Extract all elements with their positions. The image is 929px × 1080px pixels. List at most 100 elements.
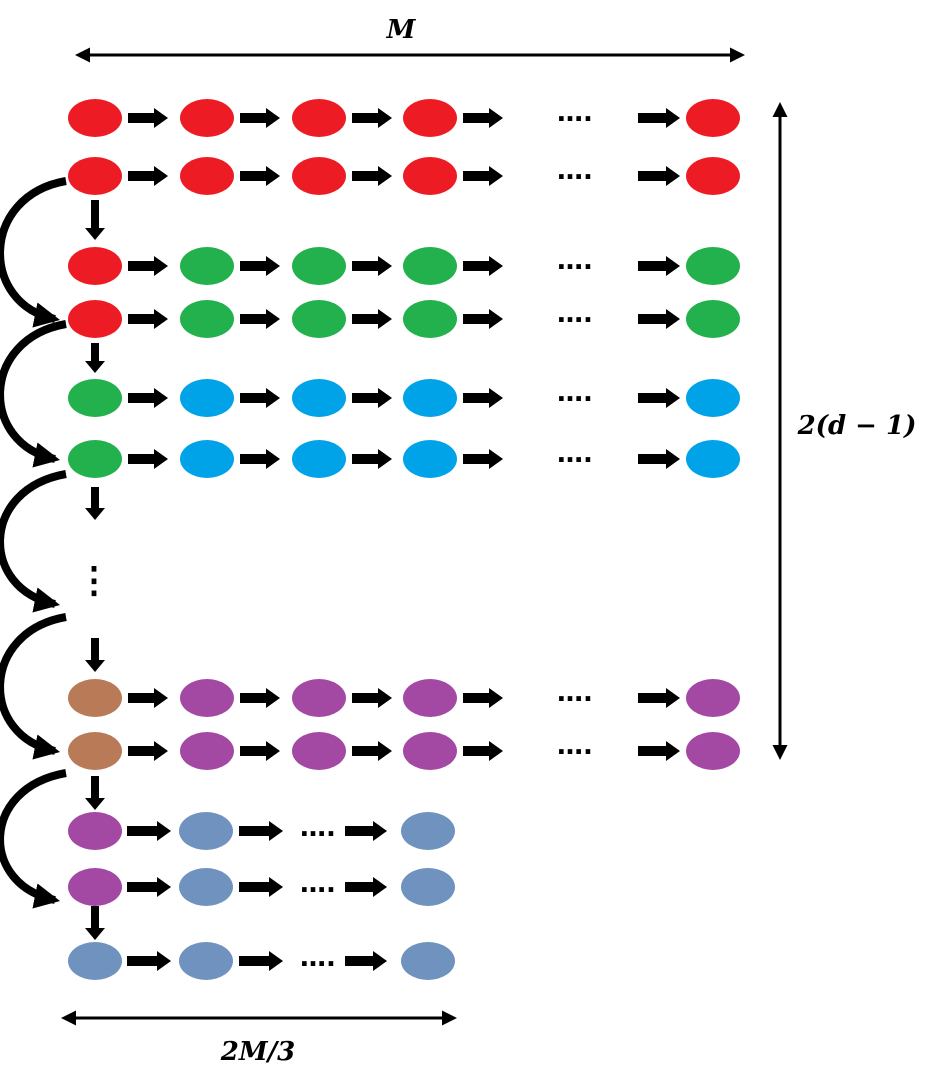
- node-red: [403, 157, 457, 195]
- node-red: [686, 157, 740, 195]
- node-red: [180, 157, 234, 195]
- curved-arrow: [0, 320, 67, 468]
- node-red: [292, 99, 346, 137]
- node-purple: [180, 679, 234, 717]
- curved-arrow: [0, 177, 67, 328]
- ellipsis-dots: ….: [557, 731, 593, 761]
- right-arrow: [128, 108, 168, 128]
- rows-layer: ….….….….….….….….….….….: [68, 98, 740, 980]
- ellipsis-dots: ….: [300, 813, 336, 843]
- right-arrow: [240, 449, 280, 469]
- right-arrow: [463, 256, 503, 276]
- node-row: ….: [68, 246, 740, 285]
- node-blue: [686, 440, 740, 478]
- right-arrow: [463, 108, 503, 128]
- right-arrow: [240, 256, 280, 276]
- node-blue: [403, 379, 457, 417]
- right-arrow: [239, 877, 283, 897]
- node-red: [68, 157, 122, 195]
- node-green: [403, 247, 457, 285]
- right-arrow: [352, 688, 392, 708]
- ellipsis-dots: ….: [557, 246, 593, 276]
- right-arrow: [463, 449, 503, 469]
- down-arrow: [85, 200, 105, 240]
- right-arrow: [638, 309, 680, 329]
- node-red: [68, 99, 122, 137]
- node-steel-blue: [179, 942, 233, 980]
- node-row: ….: [68, 942, 455, 980]
- ellipsis-dots: ….: [300, 943, 336, 973]
- node-green: [68, 440, 122, 478]
- node-red: [68, 300, 122, 338]
- right-arrow: [239, 821, 283, 841]
- node-row: ….: [68, 378, 740, 417]
- right-arrow: [240, 388, 280, 408]
- node-green: [292, 300, 346, 338]
- node-row: ….: [68, 731, 740, 770]
- bottom-width-label: 2M/3: [220, 1037, 295, 1067]
- node-purple: [403, 732, 457, 770]
- right-arrow: [463, 388, 503, 408]
- right-arrow: [345, 821, 387, 841]
- right-arrow: [128, 741, 168, 761]
- right-arrow: [463, 688, 503, 708]
- ellipsis-dots: ….: [557, 98, 593, 128]
- ellipsis-dots: ….: [557, 156, 593, 186]
- node-row: ….: [68, 868, 455, 906]
- node-brown: [68, 732, 122, 770]
- node-green: [686, 300, 740, 338]
- right-arrow: [240, 688, 280, 708]
- node-steel-blue: [401, 812, 455, 850]
- right-arrow: [352, 309, 392, 329]
- node-green: [403, 300, 457, 338]
- node-green: [180, 247, 234, 285]
- node-red: [686, 99, 740, 137]
- down-arrow: [85, 343, 105, 373]
- right-arrow: [463, 741, 503, 761]
- right-arrow: [352, 108, 392, 128]
- node-purple: [686, 732, 740, 770]
- node-row: ….: [68, 299, 740, 338]
- right-arrow: [128, 449, 168, 469]
- node-purple: [68, 812, 122, 850]
- curved-arrow: [0, 769, 67, 909]
- node-red: [68, 247, 122, 285]
- node-purple: [686, 679, 740, 717]
- ellipsis-dots: ….: [557, 378, 593, 408]
- node-blue: [292, 379, 346, 417]
- down-arrow: [85, 906, 105, 940]
- right-arrow: [128, 256, 168, 276]
- node-purple: [292, 732, 346, 770]
- node-blue: [180, 440, 234, 478]
- right-arrow: [352, 449, 392, 469]
- down-arrow: [85, 776, 105, 810]
- down-arrow: [85, 638, 105, 672]
- ellipsis-dots: ….: [557, 678, 593, 708]
- curved-arrow: [0, 613, 67, 760]
- node-red: [180, 99, 234, 137]
- node-blue: [292, 440, 346, 478]
- links-layer: [0, 177, 105, 940]
- node-row: ….: [68, 678, 740, 717]
- node-green: [292, 247, 346, 285]
- right-arrow: [638, 449, 680, 469]
- dimension-annotations: M 2(d − 1) 2M/3: [61, 15, 917, 1067]
- right-arrow: [638, 256, 680, 276]
- right-arrow: [240, 108, 280, 128]
- right-arrow: [638, 108, 680, 128]
- node-red: [292, 157, 346, 195]
- curved-arrow: [0, 470, 67, 613]
- node-row: ….: [68, 98, 740, 137]
- right-arrow: [240, 309, 280, 329]
- node-red: [403, 99, 457, 137]
- node-row: ….: [68, 156, 740, 195]
- right-arrow: [240, 166, 280, 186]
- right-arrow: [128, 166, 168, 186]
- right-height-label: 2(d − 1): [797, 411, 917, 441]
- right-arrow: [638, 741, 680, 761]
- node-steel-blue: [68, 942, 122, 980]
- node-purple: [292, 679, 346, 717]
- right-arrow: [352, 741, 392, 761]
- node-steel-blue: [179, 868, 233, 906]
